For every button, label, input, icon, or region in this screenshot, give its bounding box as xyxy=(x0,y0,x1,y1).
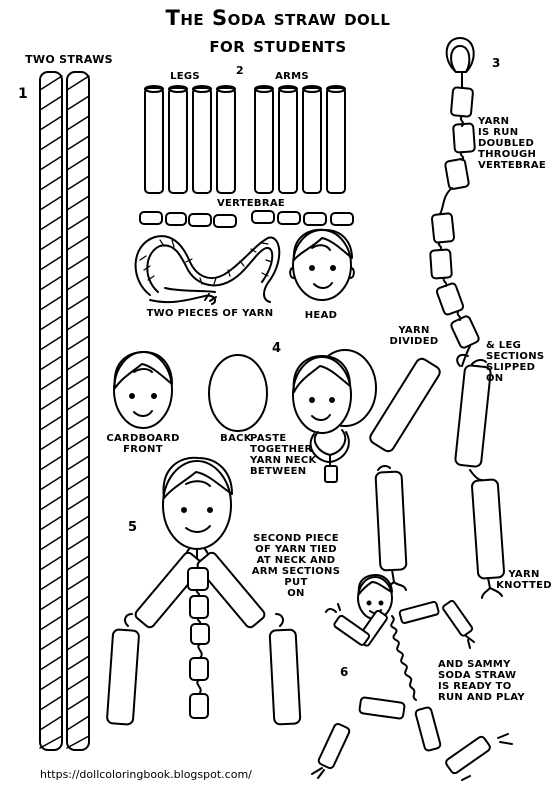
legs-and-arms-straws xyxy=(144,85,346,194)
page-title-line-2: for students xyxy=(209,33,347,57)
sammy-label: AND SAMMY SODA STRAW IS READY TO RUN AND… xyxy=(438,659,525,703)
step-number-4: 4 xyxy=(272,341,282,356)
sammy-doll-drawing xyxy=(311,574,513,781)
step-number-2: 2 xyxy=(236,64,244,77)
step3-assembly-drawing xyxy=(369,37,505,599)
step-number-1: 1 xyxy=(18,86,28,102)
cardboard-front-drawing xyxy=(113,351,173,429)
step-number-3: 3 xyxy=(492,56,501,70)
yarn-run-label: YARN IS RUN DOUBLED THROUGH VERTEBRAE xyxy=(478,116,547,171)
page-title-line-1: The Soda straw doll xyxy=(165,6,391,30)
legs-label: LEGS xyxy=(170,71,200,82)
step5-doll-drawing xyxy=(106,456,302,726)
back-drawing xyxy=(208,354,268,432)
second-piece-label: SECOND PIECE OF YARN TIED AT NECK AND AR… xyxy=(251,533,341,599)
vertebrae-pieces xyxy=(139,210,354,228)
yarn-pieces-drawing xyxy=(134,235,281,305)
head-label: HEAD xyxy=(304,310,338,321)
paste-together-drawing xyxy=(292,349,377,483)
back-label: BACK xyxy=(220,433,252,444)
yarn-divided-label: YARN DIVIDED xyxy=(389,325,439,347)
yarn-knotted-label: YARN KNOTTED xyxy=(496,569,552,591)
two-pieces-yarn-label: TWO PIECES OF YARN xyxy=(146,308,274,319)
vertebrae-label: VERTEBRAE xyxy=(216,198,286,209)
step-number-5: 5 xyxy=(128,520,138,535)
cardboard-front-label: CARDBOARD FRONT xyxy=(106,433,180,455)
two-straws-drawing xyxy=(39,71,90,751)
paste-together-label: PASTE TOGETHER YARN NECK BETWEEN xyxy=(250,433,317,477)
step-number-6: 6 xyxy=(340,665,349,679)
leg-sections-label: & LEG SECTIONS SLIPPED ON xyxy=(486,340,545,384)
footer-url[interactable]: https://dollcoloringbook.blogspot.com/ xyxy=(40,768,252,781)
two-straws-label: TWO STRAWS xyxy=(25,53,113,66)
arms-label: ARMS xyxy=(275,71,309,82)
step2-head-drawing xyxy=(289,228,355,301)
